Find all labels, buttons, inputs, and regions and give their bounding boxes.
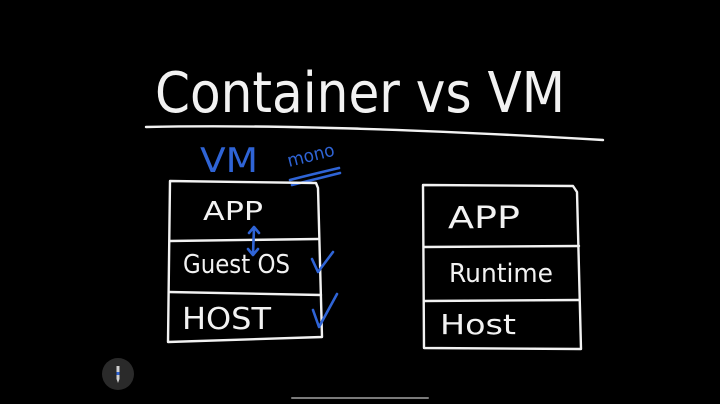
- vm-stack-border: [166, 179, 324, 344]
- vm-annotation-mono: mono: [285, 140, 337, 172]
- vm-layer-host: HOST: [182, 302, 272, 337]
- check-icon: [311, 292, 339, 329]
- container-divider-2: [422, 298, 581, 303]
- container-layer-app: APP: [448, 201, 520, 236]
- container-stack-border: [421, 183, 583, 351]
- pen-tool-button[interactable]: [102, 358, 134, 390]
- vm-divider-2: [167, 290, 323, 297]
- vm-divider-1: [168, 237, 320, 243]
- home-indicator[interactable]: [291, 397, 429, 399]
- container-layer-runtime: Runtime: [449, 259, 553, 289]
- container-divider-1: [422, 244, 581, 249]
- container-stack: APP Runtime Host: [421, 183, 583, 351]
- vm-heading: VM: [200, 141, 258, 181]
- container-layer-host: Host: [440, 308, 516, 341]
- check-icon: [310, 250, 335, 274]
- mono-underline: [288, 166, 342, 187]
- title-underline: [144, 125, 605, 142]
- vm-stack: APP Guest OS HOST: [166, 179, 324, 344]
- vm-layer-guest-os: Guest OS: [183, 250, 290, 280]
- pen-tool-icon: [116, 366, 120, 383]
- double-arrow-icon: [246, 225, 261, 257]
- page-title: Container vs VM: [155, 61, 565, 126]
- vm-layer-app: APP: [203, 197, 263, 227]
